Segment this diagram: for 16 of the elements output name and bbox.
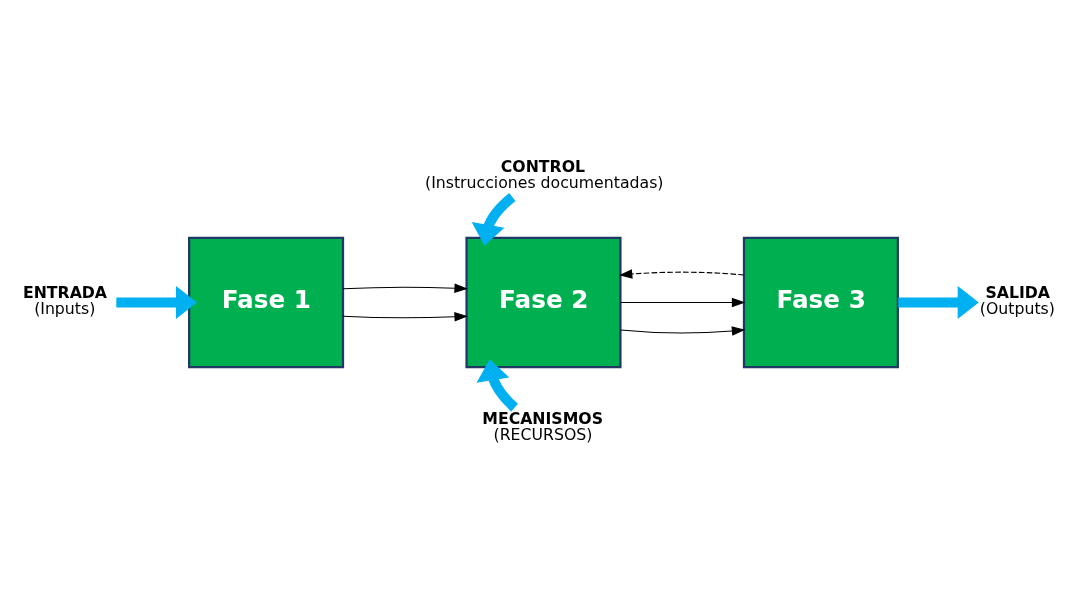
arrow [471,192,516,246]
node-box: Fase 2 [465,236,622,368]
node-text: CONTROL (Instrucciones documentadas) [425,156,664,192]
node-box: Fase 3 [742,236,899,368]
arrow [116,285,198,319]
node-box: Fase 1 [188,236,345,368]
arrow [620,297,746,307]
node-text: MECANISMOS (RECURSOS) [482,408,604,444]
arrow [342,311,468,321]
arrow [342,283,468,293]
arrow [476,358,519,411]
node-text: SALIDA (Outputs) [979,282,1055,318]
arrow [618,268,745,279]
node-text: ENTRADA (Inputs) [22,282,108,318]
arrow [898,285,979,319]
arrow [620,325,746,336]
